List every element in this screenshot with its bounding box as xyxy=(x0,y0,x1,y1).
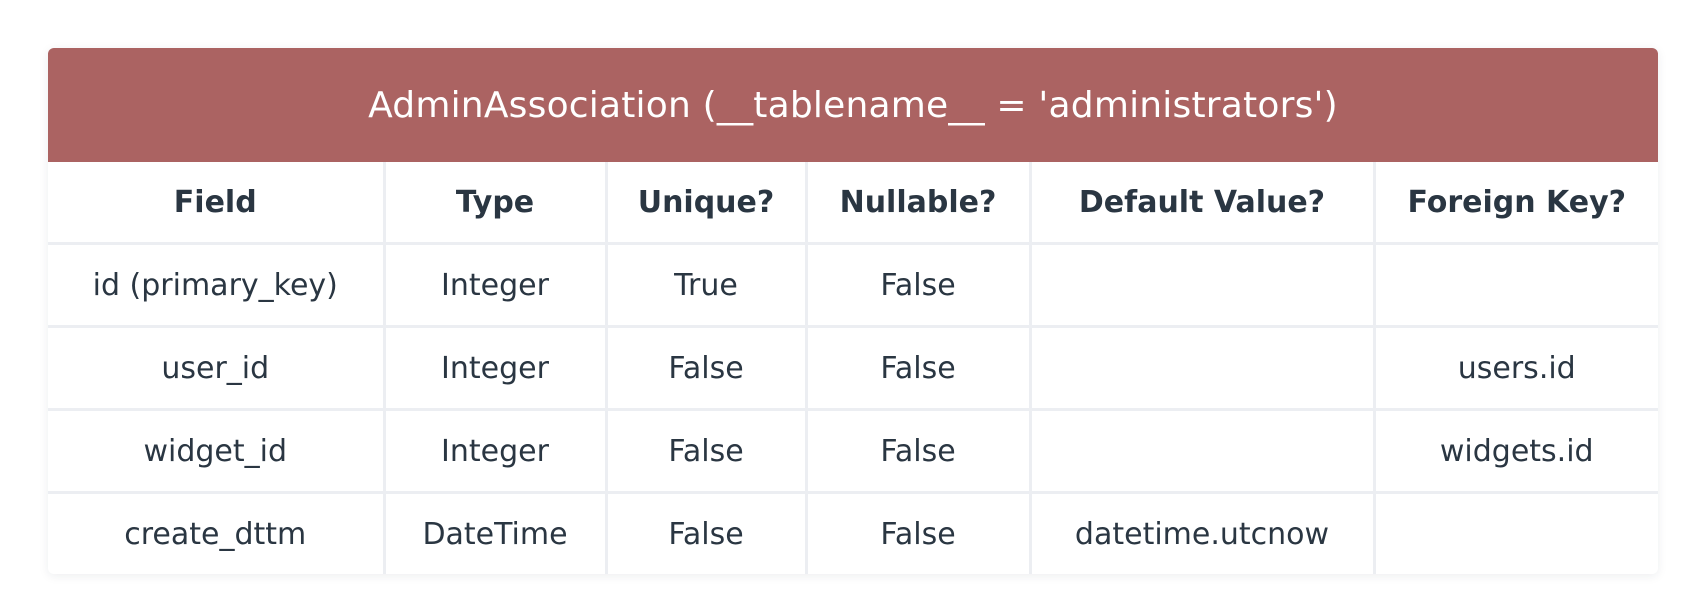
column-header-field: Field xyxy=(48,162,386,245)
cell-foreign-key: users.id xyxy=(1374,326,1658,411)
schema-table-card: AdminAssociation (__tablename__ = 'admin… xyxy=(48,48,1658,574)
schema-table: Field Type Unique? Nullable? Default Val… xyxy=(48,162,1658,574)
column-header-foreign-key: Foreign Key? xyxy=(1374,162,1658,245)
cell-default-value xyxy=(1030,243,1376,328)
cell-unique: False xyxy=(606,409,808,494)
table-row: id (primary_key) Integer True False xyxy=(48,243,1658,328)
cell-default-value xyxy=(1030,409,1376,494)
cell-default-value: datetime.utcnow xyxy=(1030,492,1376,574)
cell-unique: False xyxy=(606,492,808,574)
cell-unique: True xyxy=(606,243,808,328)
cell-foreign-key xyxy=(1374,243,1658,328)
cell-default-value xyxy=(1030,326,1376,411)
table-row: widget_id Integer False False widgets.id xyxy=(48,409,1658,494)
cell-type: Integer xyxy=(384,326,608,411)
cell-foreign-key: widgets.id xyxy=(1374,409,1658,494)
column-header-default-value: Default Value? xyxy=(1030,162,1376,245)
cell-nullable: False xyxy=(806,492,1032,574)
cell-type: DateTime xyxy=(384,492,608,574)
cell-field: user_id xyxy=(48,326,386,411)
cell-unique: False xyxy=(606,326,808,411)
cell-nullable: False xyxy=(806,243,1032,328)
cell-field: create_dttm xyxy=(48,492,386,574)
cell-type: Integer xyxy=(384,409,608,494)
column-header-unique: Unique? xyxy=(606,162,808,245)
cell-nullable: False xyxy=(806,409,1032,494)
table-row: user_id Integer False False users.id xyxy=(48,326,1658,411)
table-title: AdminAssociation (__tablename__ = 'admin… xyxy=(48,48,1658,162)
column-header-type: Type xyxy=(384,162,608,245)
column-header-nullable: Nullable? xyxy=(806,162,1032,245)
cell-field: widget_id xyxy=(48,409,386,494)
cell-field: id (primary_key) xyxy=(48,243,386,328)
cell-type: Integer xyxy=(384,243,608,328)
cell-nullable: False xyxy=(806,326,1032,411)
table-row: create_dttm DateTime False False datetim… xyxy=(48,492,1658,575)
header-row: Field Type Unique? Nullable? Default Val… xyxy=(48,162,1658,245)
cell-foreign-key xyxy=(1374,493,1658,575)
